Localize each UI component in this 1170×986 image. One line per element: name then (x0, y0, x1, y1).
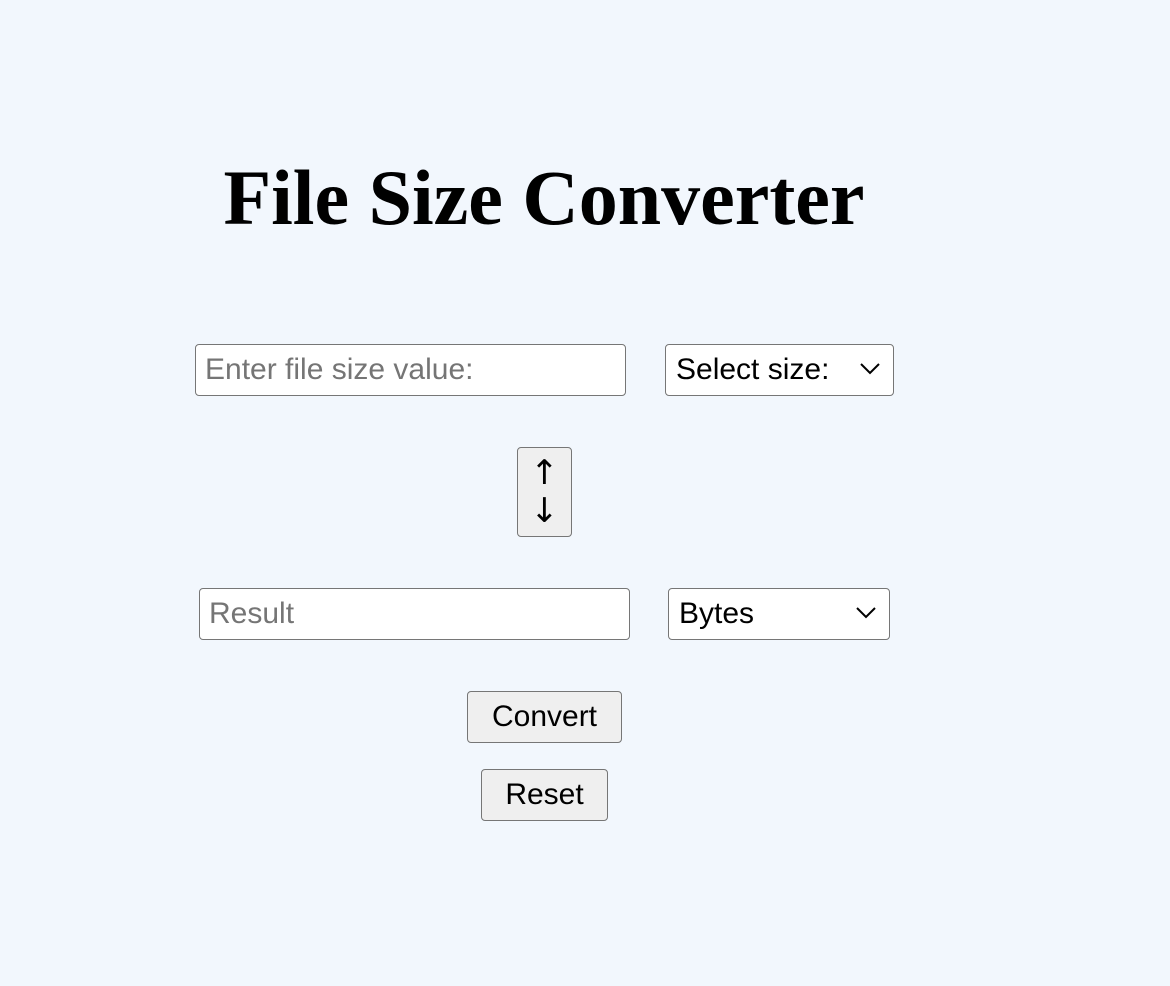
reset-button[interactable]: Reset (481, 769, 608, 821)
target-unit-select[interactable]: Bytes (668, 588, 890, 640)
swap-units-button[interactable]: ↑ ↓ (517, 447, 572, 537)
result-output[interactable] (199, 588, 630, 640)
arrow-down-icon: ↓ (530, 491, 559, 531)
source-unit-select[interactable]: Select size: (665, 344, 894, 396)
chevron-down-icon (860, 363, 880, 375)
file-size-input[interactable] (195, 344, 626, 396)
chevron-down-icon (856, 607, 876, 619)
page-title: File Size Converter (223, 154, 865, 241)
target-unit-selected: Bytes (679, 597, 755, 630)
arrow-up-icon: ↑ (530, 453, 559, 493)
source-unit-selected: Select size: (676, 353, 830, 386)
convert-button[interactable]: Convert (467, 691, 622, 743)
